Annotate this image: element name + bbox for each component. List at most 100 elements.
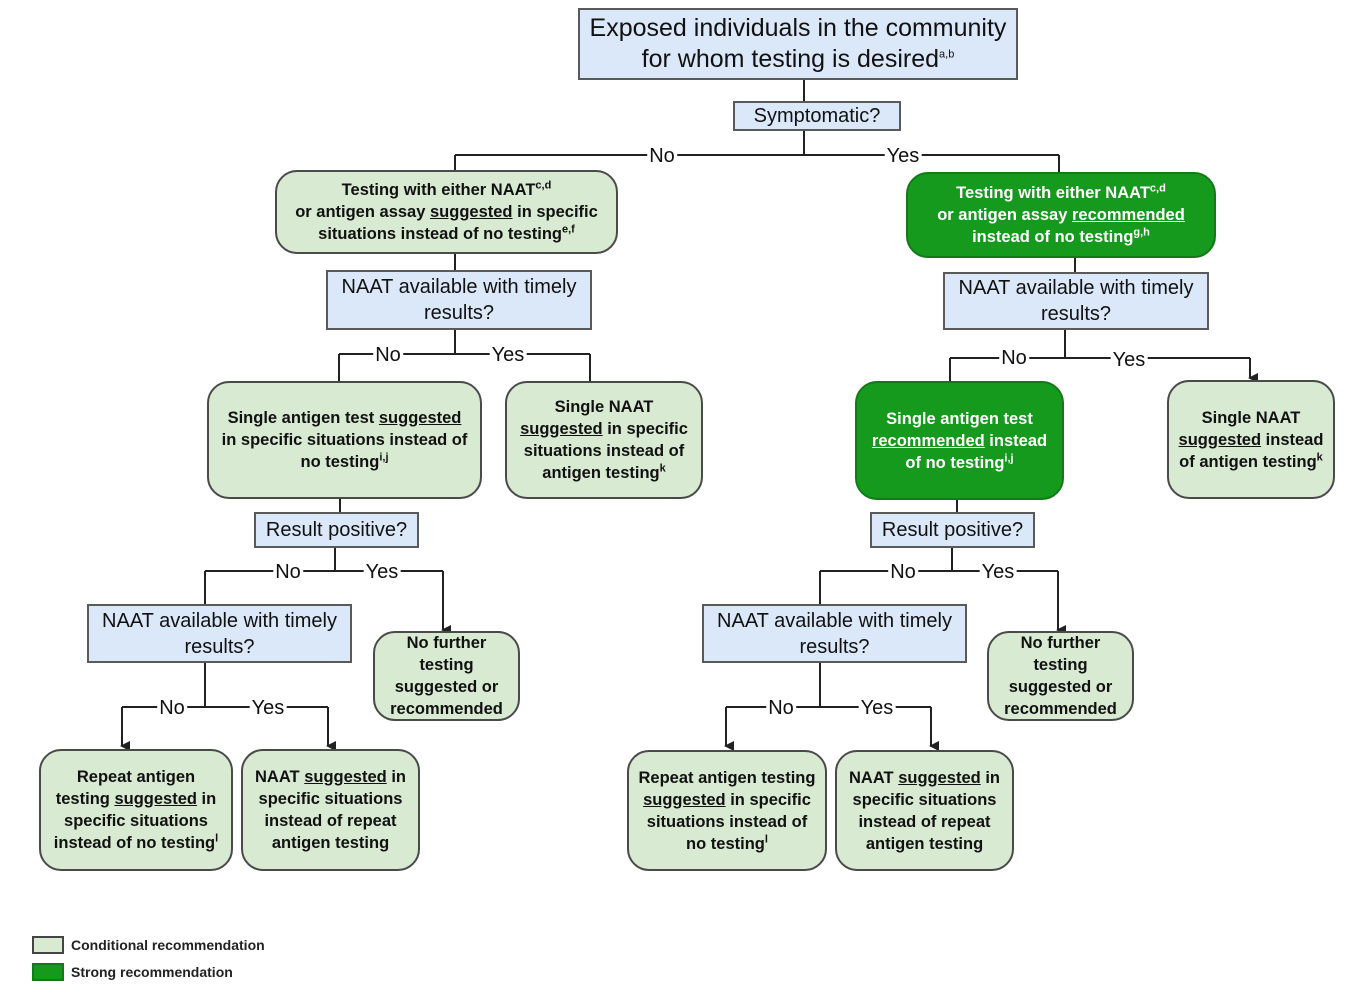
asym-naat-q-l1: NAAT available with timely <box>341 276 577 298</box>
sym-testing-l3: instead of no testing <box>972 228 1134 246</box>
asym-antigen-l3: no testing <box>300 453 380 471</box>
sym-repeat-s4: l <box>764 833 768 845</box>
asym-testing-l1: Testing with either NAAT <box>341 181 536 199</box>
sym-naat2-l3: instead of repeat <box>858 812 991 831</box>
asym-nofurther-l4: recommended <box>390 700 503 718</box>
sym-testing-s3: g,h <box>1133 226 1150 239</box>
legend-strong-swatch <box>32 963 64 981</box>
sym-antigen-box: Single antigen test recommended instead … <box>855 381 1064 500</box>
asym-repeat-u: suggested <box>114 790 197 808</box>
sym-antigen-u: recommended <box>871 431 985 450</box>
symptomatic-question: Symptomatic? <box>733 101 901 131</box>
asym-antigen-l1a: Single antigen test <box>227 409 379 427</box>
asym-nofurther-l3: suggested or <box>394 678 499 696</box>
asym-testing-l3: situations instead of no testing <box>318 225 562 243</box>
asym-naat2-l1a: NAAT <box>255 768 305 786</box>
sym-naat2-question: NAAT available with timely results? <box>702 604 967 663</box>
branch-label-yes: Yes <box>489 344 527 366</box>
asym-repeat-l1: Repeat antigen <box>76 768 196 786</box>
sym-testing-l1: Testing with either NAAT <box>956 184 1150 202</box>
sym-testing-box: Testing with either NAATc,d or antigen a… <box>906 172 1216 258</box>
asym-naat-l2b: in specific <box>602 420 688 438</box>
asym-result-text: Result positive? <box>265 519 408 541</box>
asym-naat2-l1b: in <box>386 768 406 786</box>
sym-naat-l3: of antigen testing <box>1179 452 1317 471</box>
asym-antigen-l2: in specific situations instead of <box>221 431 468 449</box>
asym-repeat-l2b: in <box>196 790 217 808</box>
sym-antigen-s3: i,j <box>1004 452 1014 464</box>
sym-naat-l1: Single NAAT <box>1201 408 1301 427</box>
asym-repeat-l2a: testing <box>55 790 115 808</box>
sym-repeat-l4: no testing <box>686 834 765 853</box>
sym-naat2-q-l2: results? <box>799 635 870 658</box>
sym-naat2-q-l1: NAAT available with timely <box>717 609 952 632</box>
sym-naat-s3: k <box>1316 451 1323 463</box>
asym-antigen-box: Single antigen test suggested in specifi… <box>207 381 482 499</box>
sym-nofurther-l3: suggested or <box>1008 678 1113 696</box>
sym-antigen-l3: of no testing <box>905 453 1005 472</box>
branch-label-yes: Yes <box>979 561 1017 583</box>
asym-testing-s1: c,d <box>535 179 552 192</box>
sym-result-question: Result positive? <box>870 512 1035 548</box>
asym-naat-l4: antigen testing <box>542 464 660 482</box>
branch-label-no: No <box>999 347 1029 369</box>
asym-result-question: Result positive? <box>254 512 419 548</box>
sym-antigen-l2b: instead <box>984 431 1048 450</box>
sym-naat2-l4: antigen testing <box>865 834 984 853</box>
asym-testing-l2b: in specific <box>512 203 598 221</box>
sym-naat2-box: NAAT suggested in specific situations in… <box>835 750 1014 871</box>
asym-naat2-q-l2: results? <box>184 635 255 658</box>
branch-label-yes: Yes <box>884 145 922 167</box>
legend-conditional-label: Conditional recommendation <box>71 937 265 953</box>
sym-testing-l2a: or antigen assay <box>937 206 1072 224</box>
asym-nofurther-l2: testing <box>419 656 474 674</box>
sym-repeat-u: suggested <box>643 790 726 809</box>
branch-label-no: No <box>647 145 677 167</box>
branch-label-no: No <box>766 697 796 719</box>
sym-nofurther-l1: No further <box>1020 634 1101 652</box>
branch-label-yes: Yes <box>858 697 896 719</box>
sym-result-text: Result positive? <box>881 519 1024 541</box>
branch-label-yes: Yes <box>1110 349 1148 371</box>
asym-repeat-s4: l <box>215 832 219 845</box>
asym-naat-q-l2: results? <box>423 302 495 324</box>
branch-label-no: No <box>157 697 187 719</box>
asym-testing-s3: e,f <box>562 223 575 236</box>
root-sup: a,b <box>939 48 955 61</box>
sym-naat2-u: suggested <box>898 768 981 787</box>
sym-nofurther-l4: recommended <box>1004 700 1117 718</box>
sym-naat-q-l1: NAAT available with timely <box>958 277 1194 299</box>
asym-testing-l2a: or antigen assay <box>295 203 430 221</box>
asym-repeat-box: Repeat antigen testing suggested in spec… <box>39 749 233 871</box>
asym-naat-box: Single NAAT suggested in specific situat… <box>505 381 703 499</box>
asym-naat2-l4: antigen testing <box>271 834 390 852</box>
asym-repeat-l4: instead of no testing <box>53 834 216 852</box>
branch-label-no: No <box>888 561 918 583</box>
legend-conditional-swatch <box>32 936 64 954</box>
asym-naat-l3: situations instead of <box>523 442 685 460</box>
asym-naat-question: NAAT available with timely results? <box>326 270 592 330</box>
asym-naat2-u: suggested <box>304 768 387 786</box>
asym-naat-s4: k <box>659 462 666 475</box>
branch-label-no: No <box>373 344 403 366</box>
asym-antigen-u: suggested <box>378 409 462 427</box>
asym-testing-u: suggested <box>430 203 513 221</box>
sym-repeat-l2b: in specific <box>725 790 811 809</box>
asym-repeat-l3: specific situations <box>64 812 208 830</box>
sym-nofurther-box: No further testing suggested or recommen… <box>987 631 1134 721</box>
sym-naat2-l1a: NAAT <box>849 768 899 787</box>
branch-label-yes: Yes <box>363 561 401 583</box>
legend-strong-label: Strong recommendation <box>71 964 233 980</box>
sym-naat2-l2: specific situations <box>852 790 997 809</box>
asym-naat-u: suggested <box>520 420 603 438</box>
root-question-box: Exposed individuals in the community for… <box>578 8 1018 80</box>
sym-antigen-l1: Single antigen test <box>886 409 1033 428</box>
asym-naat-l1: Single NAAT <box>554 398 654 416</box>
root-line1: Exposed individuals in the community <box>589 14 1007 42</box>
sym-repeat-l3: situations instead of <box>646 812 808 831</box>
root-line2: for whom testing is desired <box>641 45 940 73</box>
asym-naat2-question: NAAT available with timely results? <box>87 604 352 663</box>
asym-testing-box: Testing with either NAATc,d or antigen a… <box>275 170 618 254</box>
asym-naat2-q-l1: NAAT available with timely <box>102 609 337 632</box>
